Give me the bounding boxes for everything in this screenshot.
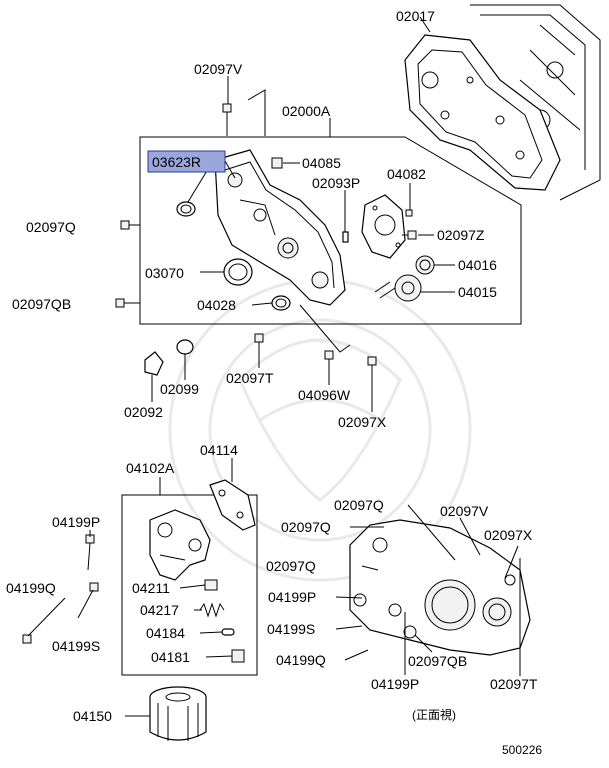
label-02097Q-r2[interactable]: 02097Q [281,519,331,535]
gear-04016 [415,255,435,275]
label-02093P[interactable]: 02093P [312,175,360,191]
label-02097Q-r3[interactable]: 02097Q [266,558,316,574]
label-02097T-mid[interactable]: 02097T [226,370,274,386]
label-02000A[interactable]: 02000A [282,103,331,119]
label-02097Q-r1[interactable]: 02097Q [334,497,384,513]
label-04085[interactable]: 04085 [302,155,341,171]
label-04082[interactable]: 04082 [387,166,426,182]
label-02097X-mid[interactable]: 02097X [338,414,387,430]
label-04199S-left[interactable]: 04199S [52,638,100,654]
label-04150[interactable]: 04150 [73,708,112,724]
seal-03623R [176,201,196,217]
gear-shaft-04015 [374,274,422,302]
label-02017[interactable]: 02017 [396,8,435,24]
label-02097Q-left[interactable]: 02097Q [26,219,76,235]
gasket-04114 [209,479,256,531]
label-04114[interactable]: 04114 [200,442,238,458]
label-04016[interactable]: 04016 [458,257,497,273]
label-04199S-r[interactable]: 04199S [267,621,315,637]
diagram-number: 500226 [502,743,542,757]
label-04199P-r2[interactable]: 04199P [371,676,419,692]
oil-pump-housing [149,509,211,581]
oil-filter-04150 [149,686,207,741]
bolt-04082 [405,209,413,217]
label-04199P-left[interactable]: 04199P [52,514,100,530]
bolt-02097V-top [222,103,232,136]
spring-04217 [199,602,225,618]
label-02097X-r[interactable]: 02097X [484,527,533,543]
leader-lines [89,16,521,717]
bolt-04199P-left [85,534,95,571]
label-04217[interactable]: 04217 [140,602,179,618]
label-02097QB-left[interactable]: 02097QB [12,296,71,312]
label-02097V-top[interactable]: 02097V [194,61,243,77]
bolt-04199S-left [77,582,99,619]
label-04102A[interactable]: 04102A [126,460,175,476]
highlight-03623R [147,150,226,173]
plug-04211 [204,579,218,591]
label-04199Q-r[interactable]: 04199Q [276,652,326,668]
plug-04085 [271,157,283,169]
view-note: (正面視) [412,707,456,722]
label-02092[interactable]: 02092 [124,404,163,420]
seal-04028 [271,295,291,311]
label-02097QB-r[interactable]: 02097QB [408,653,467,669]
label-02097Z[interactable]: 02097Z [437,227,485,243]
label-03623R[interactable]: 03623R [152,154,201,170]
pin-02093P [342,231,349,243]
seal-03070 [223,258,253,286]
label-04184[interactable]: 04184 [146,625,185,641]
label-04211[interactable]: 04211 [132,580,170,596]
label-04015[interactable]: 04015 [458,284,497,300]
label-04199P-r1[interactable]: 04199P [268,589,316,605]
plug-04181 [231,649,245,663]
bolt-02097Z [402,230,417,240]
label-02099[interactable]: 02099 [160,381,199,397]
label-02097T-r[interactable]: 02097T [490,676,538,692]
bolt-02097QB-left [115,298,140,308]
label-04199Q-left[interactable]: 04199Q [6,580,56,596]
washer-04184 [221,628,235,636]
front-case-upper [214,149,346,306]
label-02097V-r[interactable]: 02097V [440,503,489,519]
label-04028[interactable]: 04028 [197,297,236,313]
pump-cover-plate [361,194,406,259]
bolt-04199Q-left [22,597,66,644]
oring-02099 [176,339,194,355]
label-04181[interactable]: 04181 [151,649,190,665]
label-03070[interactable]: 03070 [145,265,184,281]
gasket-02092 [144,351,164,376]
front-case-front-view [349,519,531,656]
group-box-pump [121,494,258,676]
group-box-upper [139,136,522,325]
front-case-gasket [404,34,561,191]
label-04096W[interactable]: 04096W [298,387,351,403]
bolt-02097Q-left [120,220,140,230]
